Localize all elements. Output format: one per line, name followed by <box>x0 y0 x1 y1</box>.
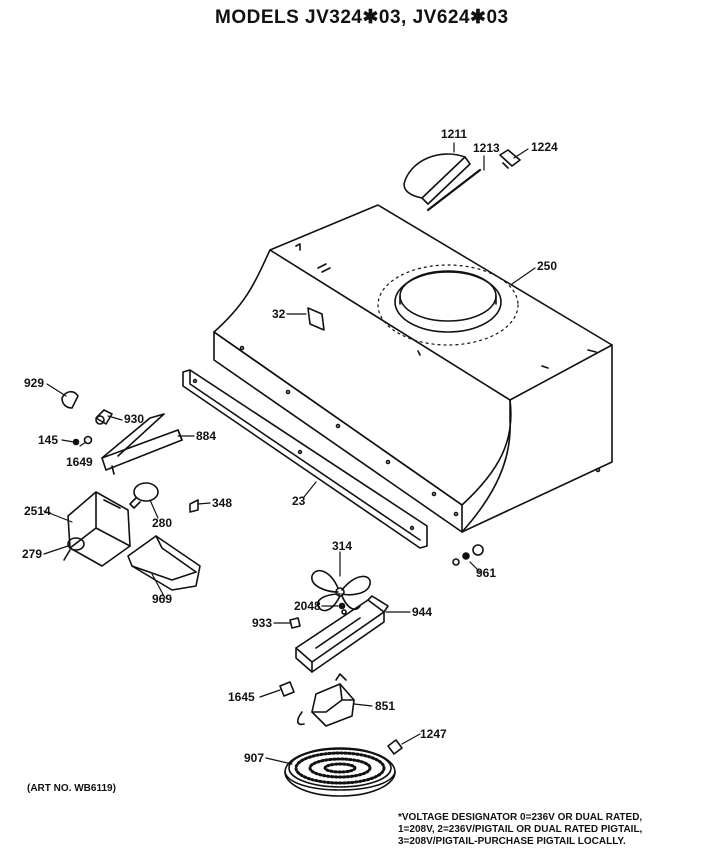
leader-lines <box>44 143 535 764</box>
part-label-348: 348 <box>212 496 233 510</box>
voltage-note-line-1: *VOLTAGE DESIGNATOR 0=236V OR DUAL RATED… <box>398 812 643 823</box>
part-label-1645: 1645 <box>228 690 255 704</box>
voltage-note: *VOLTAGE DESIGNATOR 0=236V OR DUAL RATED… <box>398 812 642 848</box>
part-label-1649: 1649 <box>66 455 93 469</box>
part-label-930: 930 <box>124 412 145 426</box>
diagram-title: MODELS JV324✱03, JV624✱03 <box>215 7 509 28</box>
label-plate <box>308 308 324 330</box>
control-knob <box>280 682 294 696</box>
part-label-961: 961 <box>476 566 497 580</box>
filter-clip <box>388 740 402 754</box>
socket-bracket <box>102 414 182 474</box>
part-label-314: 314 <box>332 539 353 553</box>
part-label-884: 884 <box>196 429 217 443</box>
damper-assembly <box>404 150 520 210</box>
lamp-lens <box>128 536 200 590</box>
part-label-1213: 1213 <box>473 141 500 155</box>
hood-housing <box>214 205 612 532</box>
part-label-280: 280 <box>152 516 173 530</box>
part-label-969: 969 <box>152 592 173 606</box>
part-label-1247: 1247 <box>420 727 447 741</box>
part-label-944: 944 <box>412 605 433 619</box>
voltage-note-line-2: 1=208V, 2=236V/PIGTAIL OR DUAL RATED PIG… <box>398 824 643 835</box>
part-label-279: 279 <box>22 547 43 561</box>
trim-strip <box>183 370 427 548</box>
part-label-933: 933 <box>252 616 273 630</box>
part-label-145: 145 <box>38 433 59 447</box>
control-switch <box>298 674 354 726</box>
part-label-23: 23 <box>292 494 306 508</box>
part-label-32: 32 <box>272 307 286 321</box>
part-label-2514: 2514 <box>24 504 51 518</box>
motor-bracket <box>296 596 388 672</box>
part-label-1211: 1211 <box>441 127 468 141</box>
switch-box <box>64 492 130 566</box>
motor-fasteners <box>290 604 345 629</box>
part-label-2048: 2048 <box>294 599 321 613</box>
part-label-907: 907 <box>244 751 265 765</box>
part-label-1224: 1224 <box>531 140 558 154</box>
clip <box>190 500 198 512</box>
grease-filter <box>285 748 395 796</box>
light-bulb <box>130 483 158 508</box>
voltage-note-line-3: 3=208V/PIGTAIL-PURCHASE PIGTAIL LOCALLY. <box>398 836 626 847</box>
part-label-851: 851 <box>375 699 396 713</box>
part-label-250: 250 <box>537 259 558 273</box>
art-number: (ART NO. WB6119) <box>27 783 116 794</box>
fan-blade <box>312 571 370 611</box>
lamp-socket-parts <box>62 392 112 445</box>
mounting-nuts <box>453 545 483 565</box>
part-label-929: 929 <box>24 376 45 390</box>
